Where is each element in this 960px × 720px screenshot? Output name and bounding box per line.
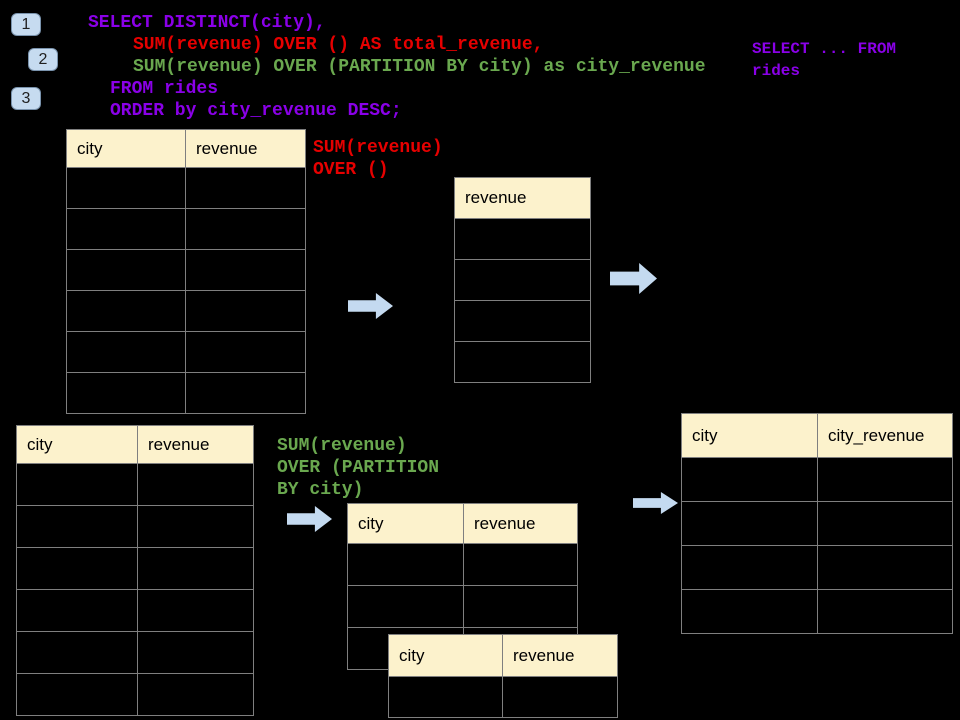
code-line-from: FROM rides xyxy=(110,79,219,99)
table-row xyxy=(66,167,306,209)
header-cell-city: city xyxy=(66,129,186,168)
table-partition-overlay: city revenue xyxy=(388,634,618,718)
table-header-row: city revenue xyxy=(388,634,618,677)
table-row xyxy=(681,589,953,634)
table-row xyxy=(454,259,591,301)
table-header-row: city revenue xyxy=(347,503,578,544)
label-total-line-2: OVER () xyxy=(313,160,389,180)
table-total-result: revenue xyxy=(454,177,591,383)
label-total-line-1: SUM(revenue) xyxy=(313,138,443,158)
step-badge-3: 3 xyxy=(11,87,41,110)
table-row xyxy=(681,545,953,590)
table-row xyxy=(66,331,306,373)
table-row xyxy=(454,218,591,260)
header-cell-revenue: revenue xyxy=(502,634,618,677)
table-row xyxy=(347,585,578,628)
table-row xyxy=(16,463,254,506)
code-line-select: SELECT DISTINCT(city), xyxy=(88,13,326,33)
table-row xyxy=(66,208,306,250)
table-header-row: city city_revenue xyxy=(681,413,953,458)
arrow-right-icon-2 xyxy=(610,263,657,294)
table-header-row: city revenue xyxy=(16,425,254,464)
table-header-row: revenue xyxy=(454,177,591,219)
side-note-line-2: rides xyxy=(752,62,801,80)
arrow-right-icon-4 xyxy=(633,492,678,514)
table-row xyxy=(16,505,254,548)
table-row xyxy=(388,676,618,718)
table-partition-result: city city_revenue xyxy=(681,413,953,634)
table-row xyxy=(16,547,254,590)
header-cell-city: city xyxy=(681,413,818,458)
table-row xyxy=(454,341,591,383)
code-line-sum-over: SUM(revenue) OVER () AS total_revenue, xyxy=(133,35,544,55)
step-badge-2: 2 xyxy=(28,48,58,71)
code-line-partition: SUM(revenue) OVER (PARTITION BY city) as… xyxy=(133,57,706,77)
header-cell-city-revenue: city_revenue xyxy=(817,413,953,458)
table-row xyxy=(66,372,306,414)
label-partition-line-1: SUM(revenue) xyxy=(277,436,407,456)
table-row xyxy=(66,249,306,291)
table-row xyxy=(681,457,953,502)
header-cell-revenue: revenue xyxy=(463,503,578,544)
table-row xyxy=(16,589,254,632)
table-header-row: city revenue xyxy=(66,129,306,168)
label-partition-line-2: OVER (PARTITION xyxy=(277,458,440,478)
table-source-top: city revenue xyxy=(66,129,306,414)
arrow-right-icon-1 xyxy=(348,293,393,319)
step-badge-1: 1 xyxy=(11,13,41,36)
table-row xyxy=(347,543,578,586)
header-cell-city: city xyxy=(388,634,503,677)
header-cell-revenue: revenue xyxy=(185,129,306,168)
table-row xyxy=(681,501,953,546)
table-row xyxy=(16,673,254,716)
code-line-order: ORDER by city_revenue DESC; xyxy=(110,101,402,121)
arrow-right-icon-3 xyxy=(287,506,332,532)
header-cell-city: city xyxy=(347,503,464,544)
table-row xyxy=(16,631,254,674)
table-source-bottom: city revenue xyxy=(16,425,254,716)
table-row xyxy=(66,290,306,332)
side-note-line-1: SELECT ... FROM xyxy=(752,40,897,58)
label-partition-line-3: BY city) xyxy=(277,480,364,500)
header-cell-city: city xyxy=(16,425,138,464)
header-cell-revenue: revenue xyxy=(137,425,254,464)
table-row xyxy=(454,300,591,342)
header-cell-revenue: revenue xyxy=(454,177,591,219)
